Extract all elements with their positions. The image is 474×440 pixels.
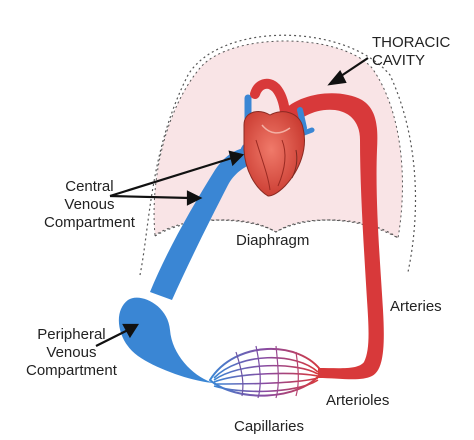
capillary-bed — [208, 345, 324, 399]
arrow-thoracic-cavity — [337, 57, 369, 79]
venous-vessel-neck — [150, 147, 262, 300]
diaphragm-line — [154, 219, 399, 239]
arteries-label: Arteries — [390, 298, 442, 315]
heart-icon — [243, 78, 315, 197]
peripheral-venous-compartment-label: Peripheral Venous Compartment — [26, 326, 117, 379]
diaphragm-label: Diaphragm — [236, 232, 310, 249]
thoracic-cavity-label: THORACIC CAVITY — [372, 34, 451, 69]
arrow-central-venous-1 — [109, 156, 233, 198]
capillaries-label: Capillaries — [234, 418, 305, 435]
arrows — [95, 57, 369, 347]
body-outline — [139, 34, 417, 276]
arrow-peripheral-venous — [95, 329, 129, 347]
arrow-central-venous-2 — [109, 194, 191, 200]
venous-vessel — [118, 297, 214, 383]
arterioles-label: Arterioles — [326, 392, 390, 409]
central-venous-compartment-label: Central Venous Compartment — [44, 178, 135, 231]
